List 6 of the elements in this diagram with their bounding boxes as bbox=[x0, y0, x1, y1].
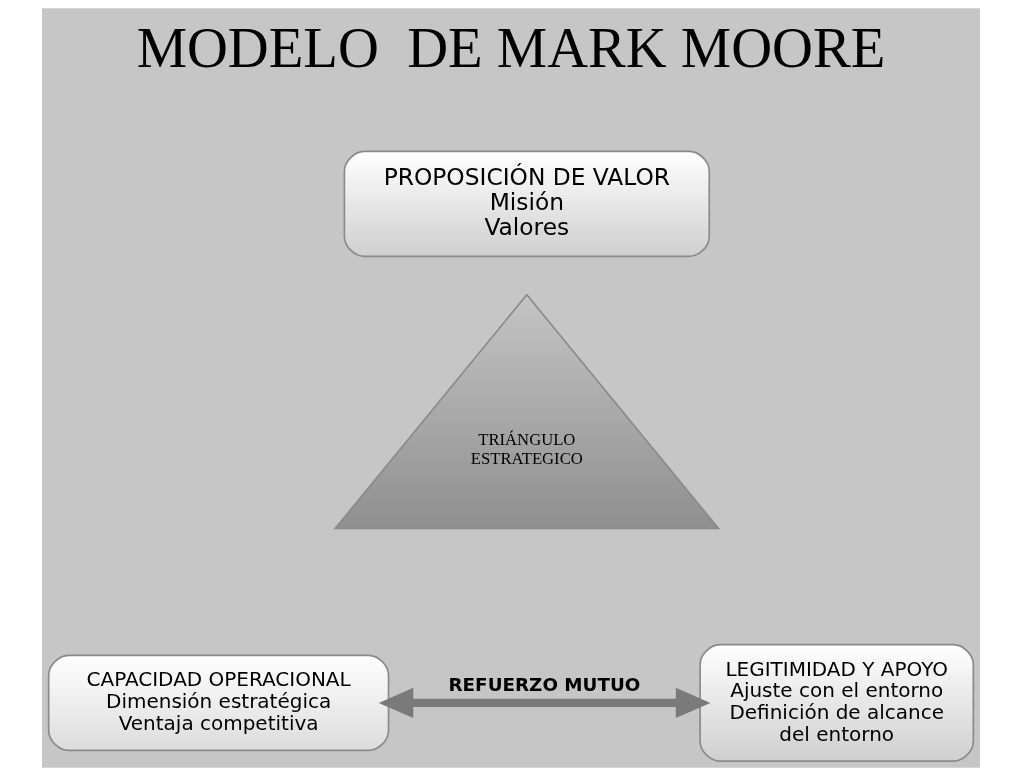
edge-label: REFUERZO MUTUO bbox=[448, 673, 641, 695]
node-box: PROPOSICIÓN DE VALOR Misión Valores bbox=[343, 150, 711, 258]
arrow bbox=[378, 687, 711, 718]
node-box: CAPACIDAD OPERACIONAL Dimensión estratégica Ventaja competitiva bbox=[47, 654, 390, 752]
diagram-title: MODELO DE MARK MOORE bbox=[136, 16, 886, 79]
node-box: LEGITIMIDAD Y APOYO Ajuste con el entorno Definición de alcance del entorno bbox=[699, 643, 975, 763]
